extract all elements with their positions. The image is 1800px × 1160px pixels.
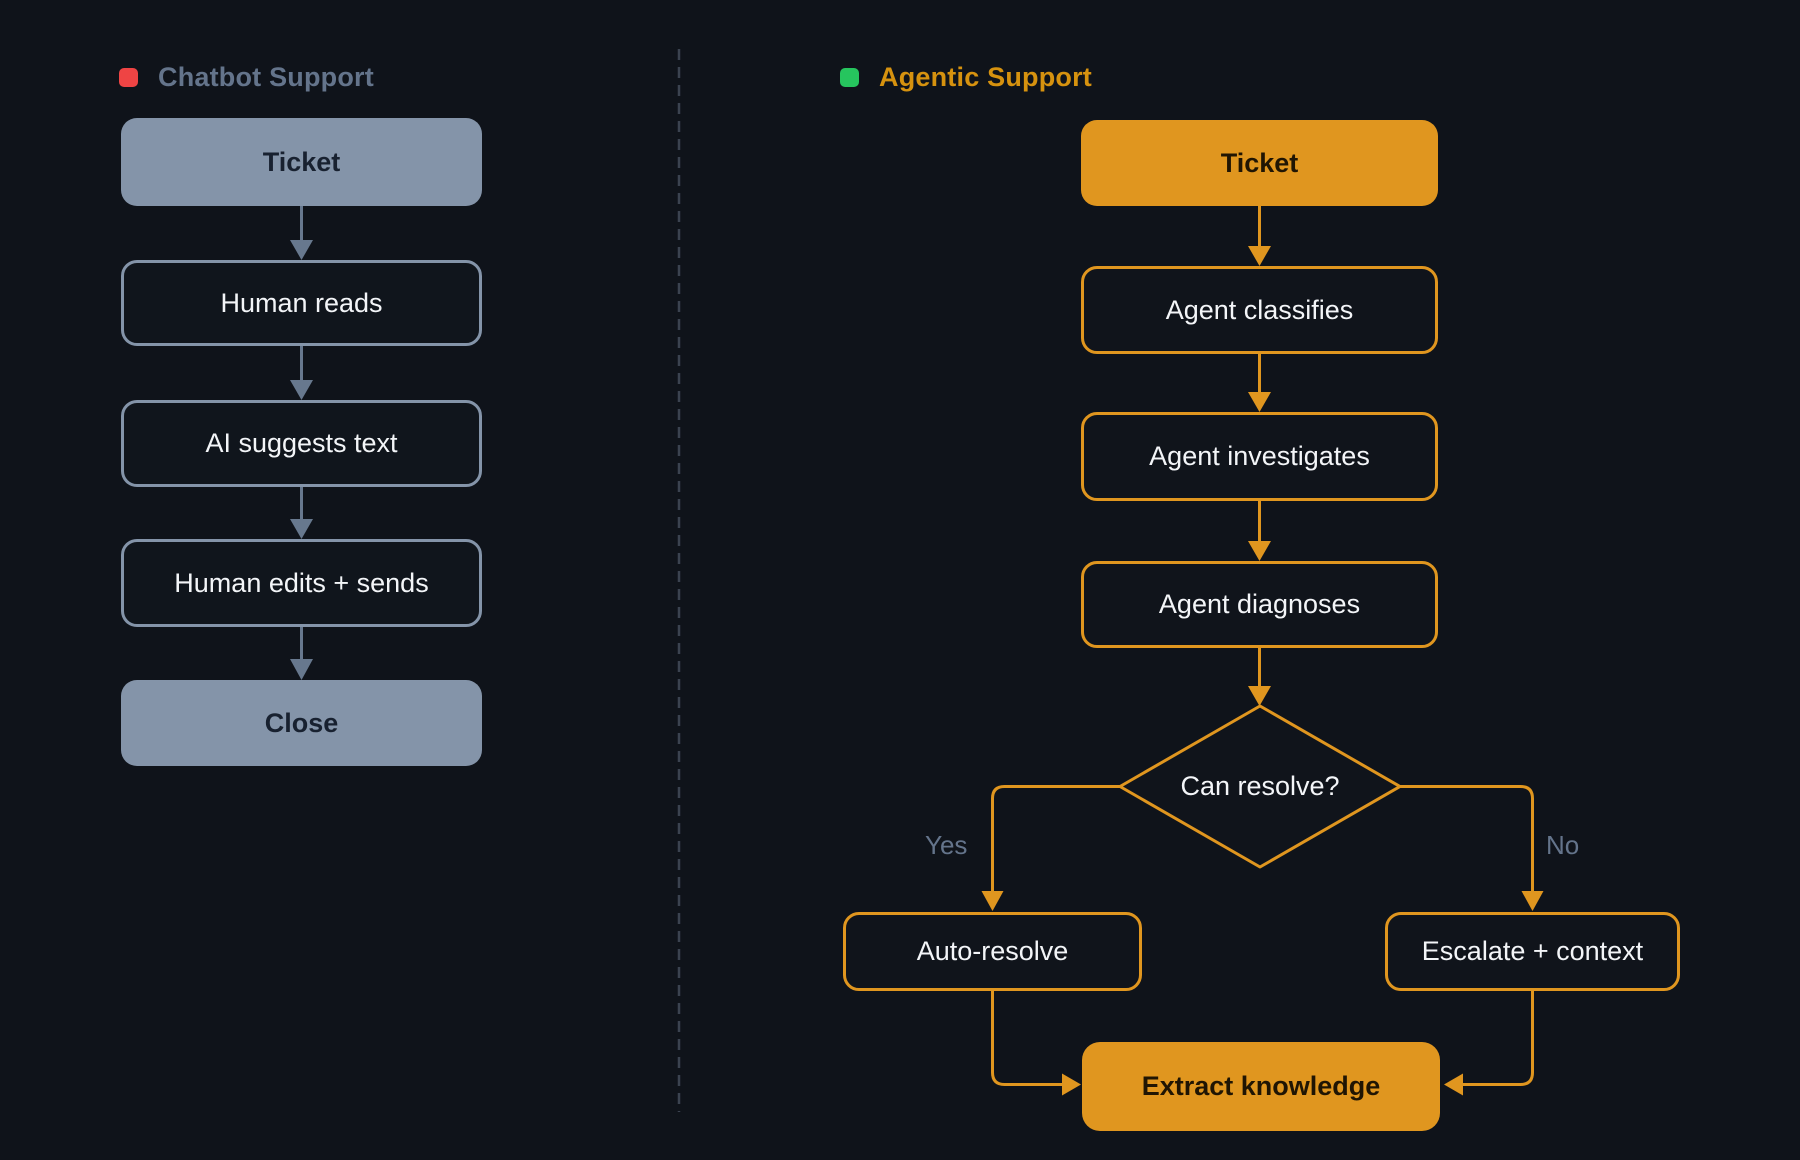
node-chatbot-human-edits: Human edits + sends [121,539,482,627]
node-agentic-classifies: Agent classifies [1081,266,1438,354]
node-chatbot-ticket: Ticket [121,118,482,206]
arrow-no-branch [1400,785,1534,892]
branch-label-yes: Yes [925,830,968,860]
node-agentic-auto-resolve: Auto-resolve [843,912,1142,991]
node-chatbot-ai-suggests: AI suggests text [121,400,482,487]
chatbot-arrows [290,206,313,680]
node-agentic-diagnoses: Agent diagnoses [1081,561,1438,648]
decision-can-resolve-label: Can resolve? [1180,771,1340,801]
chatbot-legend-swatch-icon [119,67,138,87]
agentic-arrows [981,206,1544,1096]
node-agentic-investigates: Agent investigates [1081,412,1438,501]
agentic-legend-swatch-icon [840,67,859,87]
node-agentic-extract: Extract knowledge [1082,1042,1440,1131]
decision-diamond [1118,704,1402,869]
arrow-escalate-to-extract [1463,991,1534,1086]
chatbot-legend: Chatbot Support [119,62,374,92]
node-chatbot-human-reads: Human reads [121,260,482,346]
node-chatbot-close: Close [121,680,482,766]
arrow-autoresolve-to-extract [991,991,1062,1086]
agentic-legend-label: Agentic Support [879,61,1092,92]
branch-label-no: No [1546,830,1580,860]
node-agentic-escalate: Escalate + context [1385,912,1680,991]
agentic-legend: Agentic Support [840,62,1092,92]
chatbot-legend-label: Chatbot Support [158,61,374,92]
node-agentic-ticket: Ticket [1081,120,1438,206]
arrow-yes-branch [991,785,1120,892]
